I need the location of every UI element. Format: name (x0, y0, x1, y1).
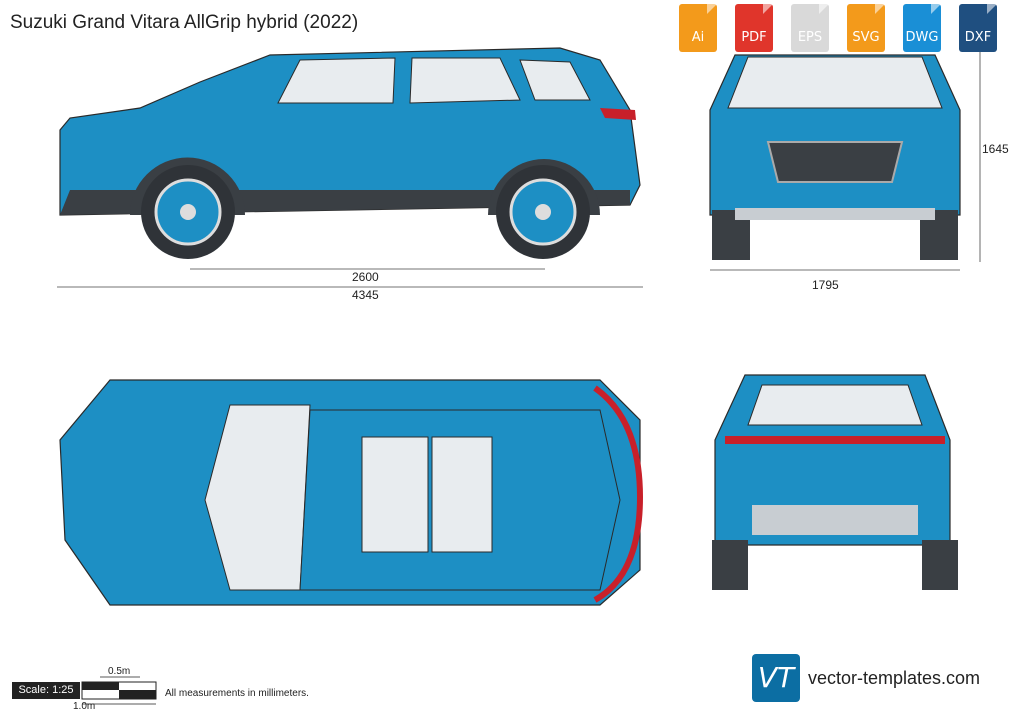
brand-logo-icon: VT (752, 654, 800, 702)
scale-bar (81, 676, 157, 705)
format-dxf-button[interactable]: DXF (952, 4, 1004, 54)
side-view (57, 47, 643, 288)
page-title: Suzuki Grand Vitara AllGrip hybrid (2022… (10, 12, 359, 33)
height-label: 1645 (982, 142, 1009, 156)
format-pdf-button[interactable]: PDF (728, 4, 780, 54)
rear-view (712, 374, 958, 590)
format-ai-button[interactable]: Ai (672, 4, 724, 54)
scale-half-label: 0.5m (108, 666, 131, 677)
format-eps-button[interactable]: EPS (784, 4, 836, 54)
length-label: 4345 (352, 288, 379, 302)
front-view (709, 52, 981, 271)
top-view (59, 379, 644, 606)
format-dwg-button[interactable]: DWG (896, 4, 948, 54)
format-buttons: Ai PDF EPS SVG DWG DXF (672, 4, 1004, 54)
format-svg-button[interactable]: SVG (840, 4, 892, 54)
brand-site-link[interactable]: vector-templates.com (808, 668, 981, 688)
scale-full-label: 1.0m (73, 701, 96, 712)
wheelbase-label: 2600 (352, 270, 379, 284)
width-label: 1795 (812, 278, 839, 292)
measurement-note: All measurements in millimeters. (165, 688, 309, 699)
scale-label: Scale: 1:25 (12, 682, 80, 699)
